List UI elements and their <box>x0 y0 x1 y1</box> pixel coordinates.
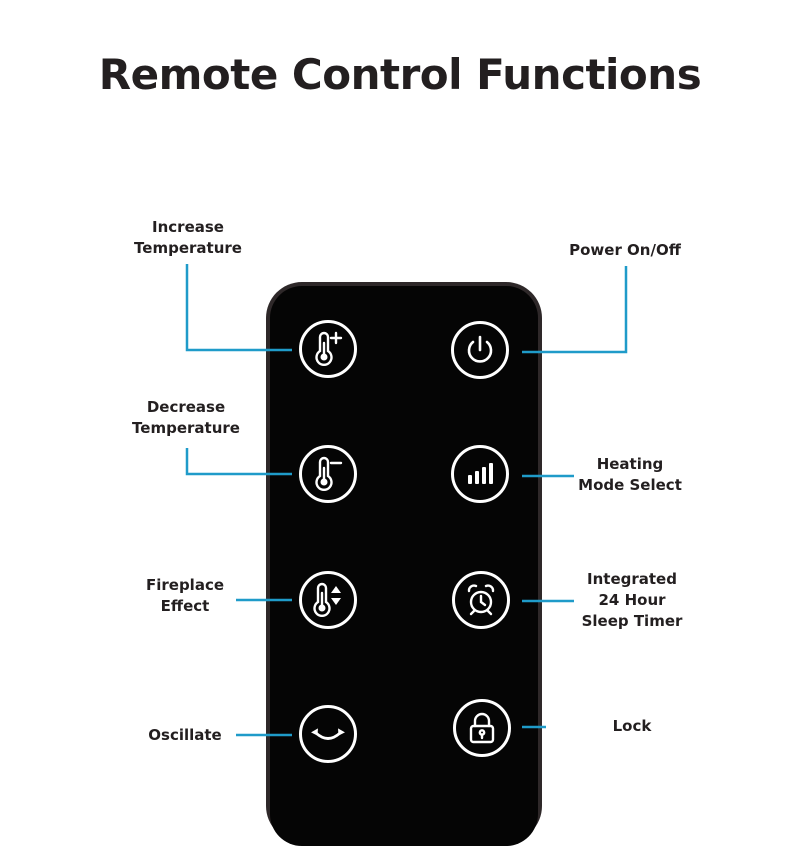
increase-temperature-button[interactable] <box>299 320 357 378</box>
label-heating-mode: Heating Mode Select <box>560 454 700 496</box>
alarm-clock-icon <box>467 584 495 616</box>
label-sleep-timer: Integrated 24 Hour Sleep Timer <box>562 569 702 632</box>
label-line: 24 Hour <box>598 591 666 609</box>
oscillate-arrow-icon <box>311 728 345 740</box>
label-line: Decrease <box>146 398 226 416</box>
label-increase-temperature: Increase Temperature <box>118 217 258 259</box>
lock-icon <box>469 712 495 744</box>
label-line: Fireplace <box>145 576 225 594</box>
thermometer-minus-icon <box>315 456 343 491</box>
label-fireplace-effect: Fireplace Effect <box>115 575 255 617</box>
label-line: Temperature <box>134 239 242 257</box>
label-line: Increase <box>152 218 224 236</box>
sleep-timer-button[interactable] <box>452 571 510 629</box>
decrease-temperature-button[interactable] <box>299 445 357 503</box>
label-line: Mode Select <box>578 476 682 494</box>
thermometer-plus-icon <box>315 331 343 366</box>
label-line: Sleep Timer <box>581 612 683 630</box>
label-line: Temperature <box>132 419 240 437</box>
fireplace-effect-button[interactable] <box>299 571 357 629</box>
lock-button[interactable] <box>453 699 511 757</box>
heating-bars-icon <box>468 463 493 484</box>
page-title: Remote Control Functions <box>98 50 702 99</box>
oscillate-button[interactable] <box>299 705 357 763</box>
label-power: Power On/Off <box>569 241 681 259</box>
power-icon <box>467 335 493 363</box>
power-button[interactable] <box>451 321 509 379</box>
label-lock: Lock <box>612 717 652 735</box>
label-decrease-temperature: Decrease Temperature <box>116 397 256 439</box>
thermometer-adjust-icon <box>313 582 341 617</box>
label-line: Heating <box>596 455 664 473</box>
heating-mode-button[interactable] <box>451 445 509 503</box>
label-line: Integrated <box>587 570 677 588</box>
label-oscillate: Oscillate <box>148 726 222 744</box>
label-line: Effect <box>160 597 210 615</box>
